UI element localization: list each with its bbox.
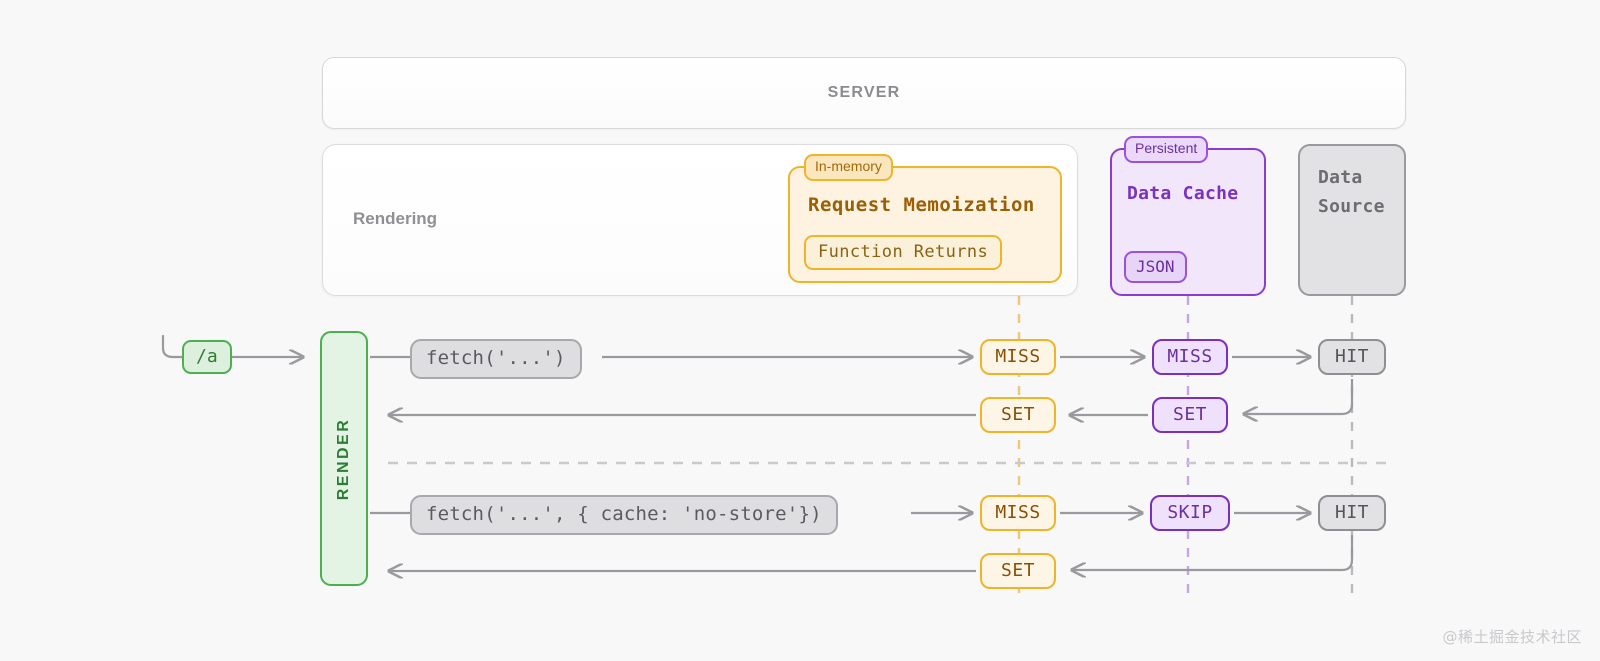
data-source-line-2: Source <box>1318 195 1385 217</box>
request-memoization-title: Request Memoization <box>808 194 1035 216</box>
persistent-tag: Persistent <box>1124 136 1209 163</box>
request-memoization-card: In-memory Request Memoization Function R… <box>788 154 1062 283</box>
fetch-call-default: fetch('...') <box>410 339 582 379</box>
memoization-return-row1: SET <box>980 397 1056 433</box>
memoization-status-row1: MISS <box>980 339 1056 375</box>
watermark: @稀土掘金技术社区 <box>1442 628 1582 646</box>
json-chip: JSON <box>1124 251 1187 283</box>
data-cache-title: Data Cache <box>1127 183 1239 204</box>
data-source-status-row1: HIT <box>1318 339 1386 375</box>
data-cache-status-row2: SKIP <box>1150 495 1230 531</box>
memoization-return-row2: SET <box>980 553 1056 589</box>
server-band: SERVER <box>322 57 1406 129</box>
render-column: RENDER <box>320 331 368 586</box>
function-returns-chip: Function Returns <box>804 235 1003 270</box>
in-memory-tag: In-memory <box>804 154 893 181</box>
data-source-status-row2: HIT <box>1318 495 1386 531</box>
data-cache-status-row1: MISS <box>1152 339 1228 375</box>
data-cache-card: Persistent Data Cache JSON <box>1110 136 1266 296</box>
fetch-call-no-store: fetch('...', { cache: 'no-store'}) <box>410 495 838 535</box>
render-column-label: RENDER <box>335 417 352 500</box>
server-band-label: SERVER <box>827 84 901 101</box>
rendering-panel-label: Rendering <box>353 209 438 228</box>
memoization-status-row2: MISS <box>980 495 1056 531</box>
data-source-card: Data Source <box>1298 144 1406 296</box>
route-pill-a: /a <box>182 340 232 374</box>
data-cache-return-row1: SET <box>1152 397 1228 433</box>
data-source-line-1: Data <box>1318 167 1363 188</box>
